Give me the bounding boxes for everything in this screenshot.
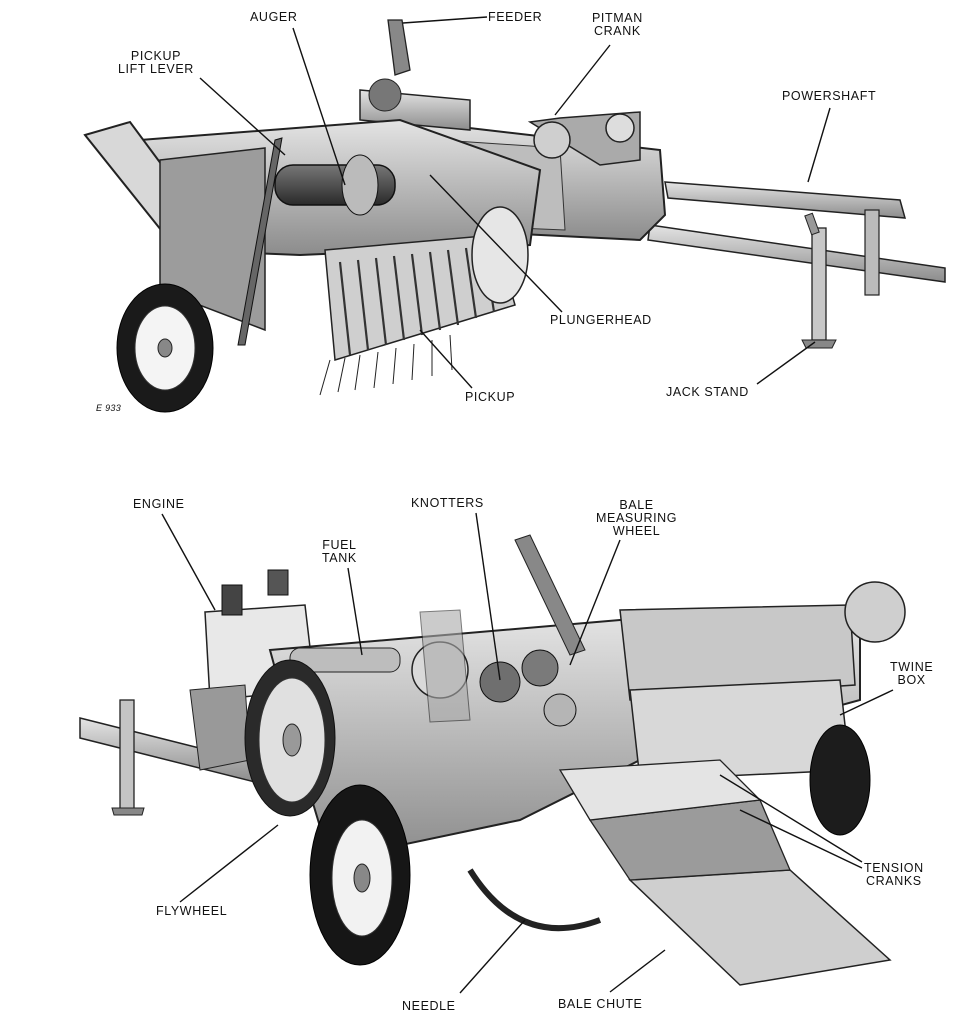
label-flywheel: FLYWHEEL bbox=[156, 904, 228, 918]
pickup-frame-drawing bbox=[83, 118, 542, 396]
rear-wheel-drawing bbox=[809, 581, 906, 836]
flywheel-drawing bbox=[244, 659, 336, 817]
top-baler-illustration bbox=[83, 19, 946, 413]
top-wheel-drawing bbox=[116, 283, 214, 413]
jack-stand-drawing bbox=[801, 212, 837, 349]
feeder-drawing bbox=[359, 19, 471, 131]
label-knotters: KNOTTERS bbox=[411, 496, 484, 510]
label-auger: AUGER bbox=[250, 10, 298, 24]
label-pickup: PICKUP bbox=[465, 390, 516, 404]
powershaft-drawing bbox=[647, 181, 946, 296]
leader-lines bbox=[161, 16, 894, 994]
label-feeder: FEEDER bbox=[488, 10, 543, 24]
bottom-wheel-drawing bbox=[309, 784, 411, 966]
needle-drawing bbox=[467, 868, 602, 932]
bottom-baler-illustration bbox=[79, 534, 906, 986]
figure-code: E 933 bbox=[96, 403, 122, 413]
label-jack-stand: JACK STAND bbox=[666, 385, 749, 399]
label-powershaft: POWERSHAFT bbox=[782, 89, 877, 103]
label-engine: ENGINE bbox=[133, 497, 185, 511]
label-plungerhead: PLUNGERHEAD bbox=[550, 313, 652, 327]
knotters-drawing bbox=[411, 534, 586, 727]
label-bale-chute: BALE CHUTE bbox=[558, 997, 643, 1011]
label-needle: NEEDLE bbox=[402, 999, 456, 1013]
